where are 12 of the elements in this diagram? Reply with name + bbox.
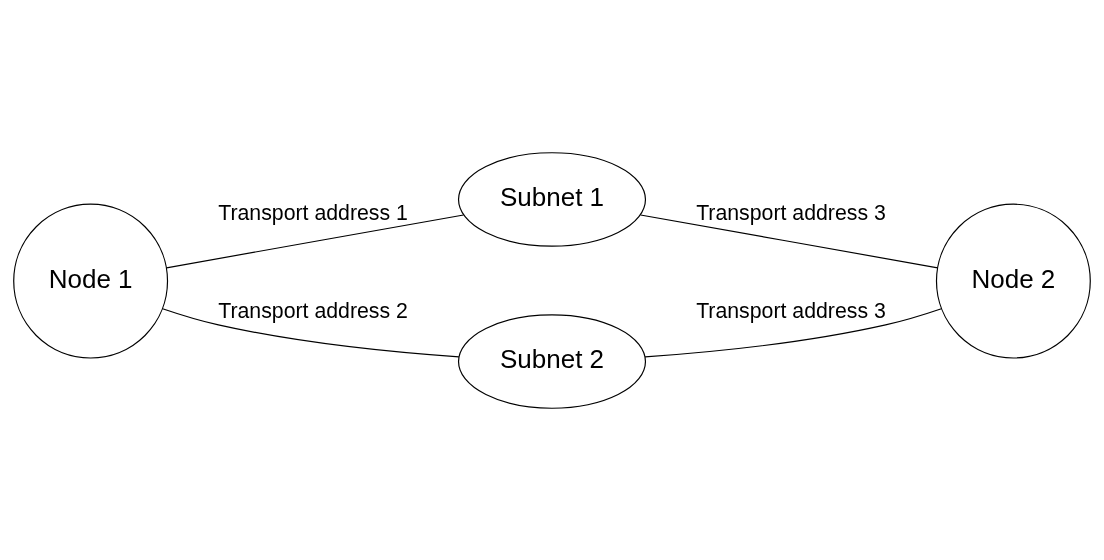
node-ellipse: Subnet 2 [457,313,647,409]
connector [640,213,939,268]
edge-label: Transport address 1 [218,200,408,225]
edge-label: Transport address 2 [218,298,408,323]
node-ellipse: Subnet 1 [457,151,647,247]
connector [162,307,460,357]
edge-label: Transport address 3 [696,200,886,225]
edge-label: Transport address 3 [696,298,886,323]
node-circle: Node 2 [935,203,1091,359]
node-circle: Node 1 [13,203,169,359]
connector [644,307,942,357]
connector [166,213,465,268]
